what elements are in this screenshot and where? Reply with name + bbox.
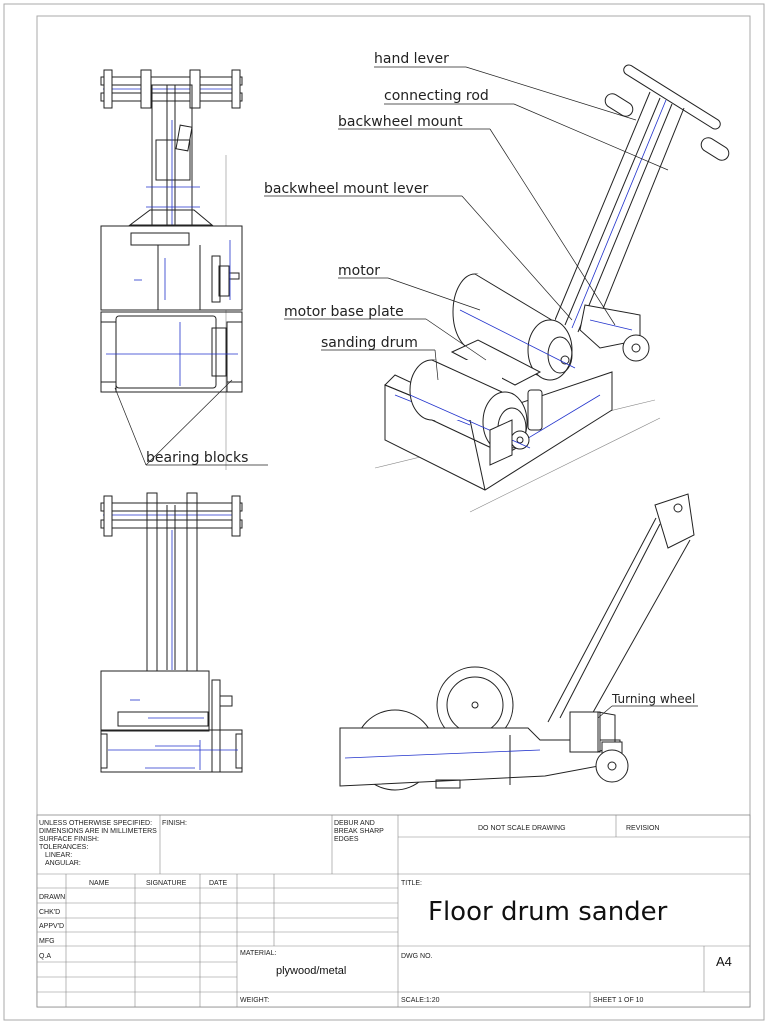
tb-revision-label: REVISION: [626, 825, 659, 832]
front-view: [100, 492, 243, 773]
label-turning-wheel: Turning wheel: [611, 692, 695, 706]
tb-row-qa: Q.A: [39, 953, 51, 960]
tb-col-date: DATE: [209, 880, 227, 887]
tb-material: plywood/metal: [276, 965, 346, 977]
tb-note-5: LINEAR:: [45, 852, 72, 859]
tb-col-signature: SIGNATURE: [146, 880, 187, 887]
isometric-view: [374, 64, 730, 513]
tb-dwg-no-label: DWG NO.: [401, 953, 433, 960]
tb-row-mfg: MFG: [39, 938, 55, 945]
tb-sheet: SHEET 1 OF 10: [593, 997, 644, 1004]
leader-lines: [264, 66, 669, 381]
tb-note-2: DIMENSIONS ARE IN MILLIMETERS: [39, 828, 157, 835]
label-backwheel-mount-lever: backwheel mount lever: [264, 181, 428, 197]
tb-row-appvd: APPV'D: [39, 923, 64, 930]
tb-row-chkd: CHK'D: [39, 909, 60, 916]
tb-debur-1: DEBUR AND: [334, 820, 375, 827]
tb-material-label: MATERIAL:: [240, 950, 276, 957]
tb-row-drawn: DRAWN: [39, 894, 65, 901]
label-hand-lever: hand lever: [374, 51, 449, 67]
tb-note-3: SURFACE FINISH:: [39, 836, 99, 843]
label-sanding-drum: sanding drum: [321, 335, 418, 351]
tb-size: A4: [716, 954, 732, 969]
label-motor-base-plate: motor base plate: [284, 304, 404, 320]
tb-note-1: UNLESS OTHERWISE SPECIFIED:: [39, 820, 152, 827]
tb-debur-3: EDGES: [334, 836, 359, 843]
tb-do-not-scale: DO NOT SCALE DRAWING: [478, 825, 566, 832]
tb-finish-label: FINISH:: [162, 820, 187, 827]
tb-note-6: ANGULAR:: [45, 860, 81, 867]
drawing-title: Floor drum sander: [428, 897, 668, 927]
label-backwheel-mount: backwheel mount: [338, 114, 463, 130]
side-view: [339, 493, 695, 791]
tb-title-label: TITLE:: [401, 880, 422, 887]
top-view: [100, 69, 243, 470]
label-bearing-blocks: bearing blocks: [146, 450, 248, 466]
tb-col-name: NAME: [89, 880, 110, 887]
tb-note-4: TOLERANCES:: [39, 844, 88, 851]
title-block: [36, 814, 751, 1008]
tb-scale: SCALE:1:20: [401, 997, 440, 1004]
tb-weight-label: WEIGHT:: [240, 997, 269, 1004]
outer-border: [3, 3, 765, 1021]
tb-debur-2: BREAK SHARP: [334, 828, 384, 835]
label-motor: motor: [338, 263, 380, 279]
label-connecting-rod: connecting rod: [384, 88, 489, 104]
